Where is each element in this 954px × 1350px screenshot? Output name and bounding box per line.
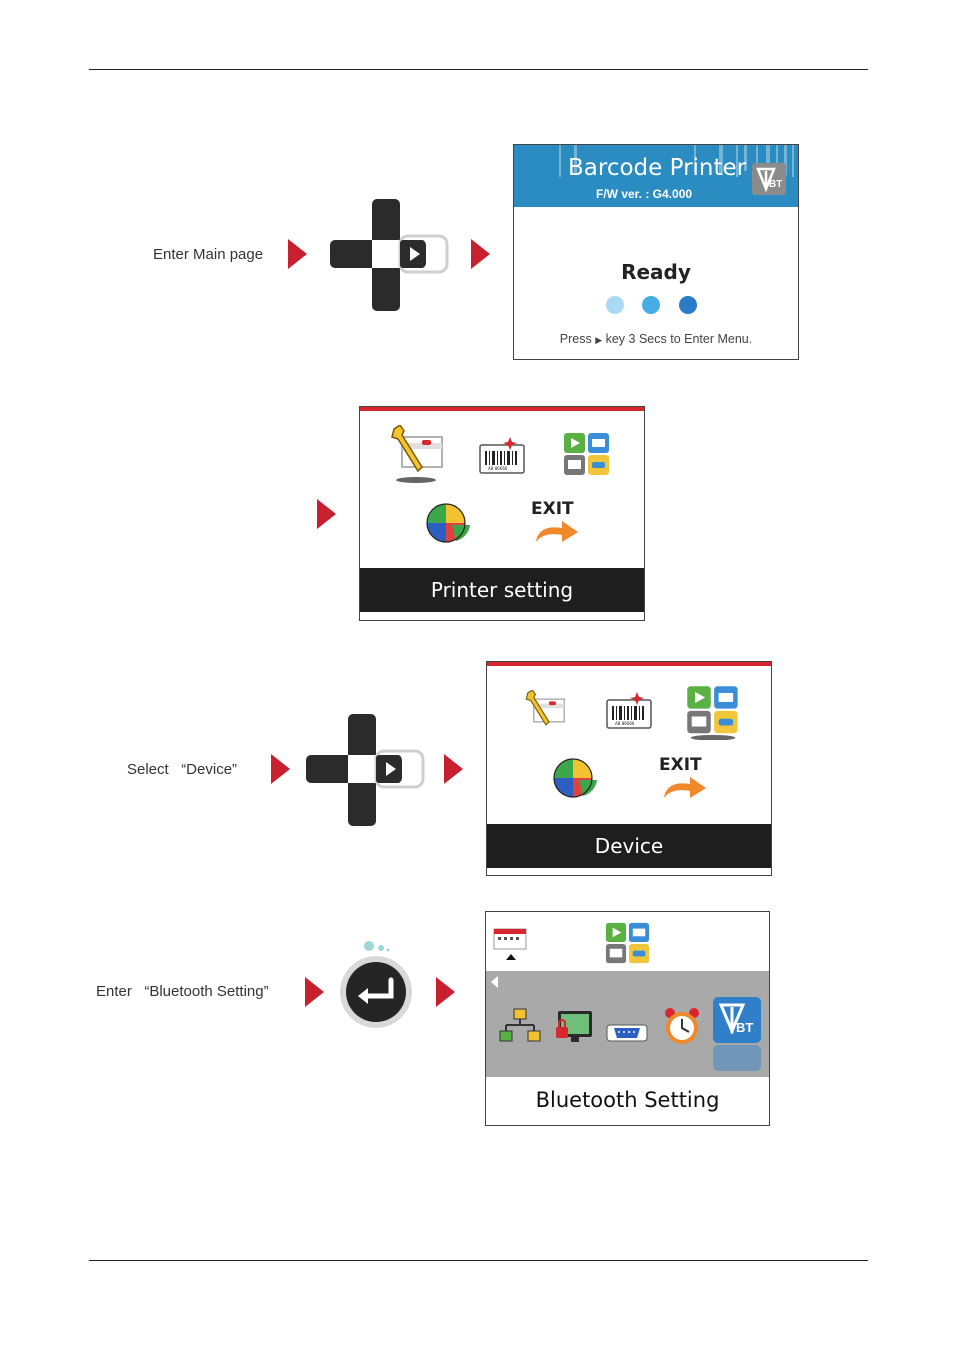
step-arrow-icon xyxy=(271,754,290,784)
serial-port-icon xyxy=(606,1024,648,1042)
barcode-label-text: AB 86666 xyxy=(488,466,508,471)
bluetooth-screen-top xyxy=(486,912,769,971)
step-label-enter-main-page: Enter Main page xyxy=(153,246,264,263)
alarm-clock-icon xyxy=(665,1008,699,1044)
statistics-pie-icon xyxy=(426,503,470,543)
main-page-title: Barcode Printer xyxy=(568,155,747,181)
bluetooth-badge-icon xyxy=(752,163,786,195)
bluetooth-icon[interactable] xyxy=(713,997,761,1071)
right-key-icon: ▶ xyxy=(595,335,603,345)
step-arrow-icon xyxy=(288,239,307,269)
menu-hint-prefix: Press xyxy=(559,332,592,346)
printer-menu-small-icon xyxy=(493,928,527,960)
device-icon xyxy=(564,433,609,475)
device-menu-screen: AB 86666 EXIT Device xyxy=(486,661,772,876)
device-icon xyxy=(687,686,738,740)
menu-caption: Printer setting xyxy=(360,568,644,612)
step-arrow-icon xyxy=(317,499,336,529)
exit-label: EXIT xyxy=(531,499,574,519)
printer-setting-icon xyxy=(525,690,565,726)
statistics-pie-icon xyxy=(553,758,597,798)
progress-dot xyxy=(642,296,660,314)
lock-display-icon xyxy=(556,1011,592,1042)
printer-setting-menu-screen: AB 86666 EXIT Printer setting xyxy=(359,406,645,621)
menu-red-bar xyxy=(487,662,771,666)
header-rule xyxy=(89,69,868,70)
barcode-stripes-icon xyxy=(559,145,794,177)
footer-rule xyxy=(89,1260,868,1261)
menu-hint-suffix: key 3 Secs to Enter Menu. xyxy=(605,332,753,346)
progress-dot xyxy=(679,296,697,314)
step-arrow-icon xyxy=(436,977,455,1007)
left-scroll-arrow-icon[interactable] xyxy=(490,976,500,988)
bluetooth-icon-label: BT xyxy=(736,1020,754,1035)
menu-hint: Press ▶ key 3 Secs to Enter Menu. xyxy=(514,332,798,346)
exit-label: EXIT xyxy=(659,755,702,775)
bluetooth-setting-screen: BT Bluetooth Setting xyxy=(485,911,770,1126)
step-arrow-icon xyxy=(471,239,490,269)
step-arrow-icon xyxy=(444,754,463,784)
barcode-label-icon xyxy=(606,692,652,729)
firmware-version: F/W ver. : G4.000 xyxy=(596,187,693,201)
network-icon xyxy=(499,1008,541,1042)
printer-setting-icon xyxy=(391,425,443,483)
device-submenu-strip: BT xyxy=(486,971,769,1077)
step-arrow-icon xyxy=(305,977,324,1007)
menu-red-bar xyxy=(360,407,644,411)
bluetooth-badge-text: BT xyxy=(769,179,783,190)
dpad-right-icon xyxy=(306,714,425,826)
main-page-screen: Barcode Printer F/W ver. : G4.000 BT Rea… xyxy=(513,144,799,360)
exit-arrow-icon xyxy=(536,521,578,542)
barcode-label-text: AB 86666 xyxy=(615,721,635,726)
step-label-select-device: Select “Device” xyxy=(127,761,238,778)
exit-arrow-icon xyxy=(664,777,706,798)
step-label-enter-bluetooth-setting: Enter “Bluetooth Setting” xyxy=(96,983,269,1000)
enter-button-icon xyxy=(340,941,412,1028)
menu-caption: Device xyxy=(487,824,771,868)
progress-dot xyxy=(606,296,624,314)
device-small-icon xyxy=(605,922,650,964)
dpad-right-icon xyxy=(330,199,449,311)
bluetooth-caption: Bluetooth Setting xyxy=(486,1077,769,1123)
barcode-label-icon xyxy=(479,437,525,474)
printer-status: Ready xyxy=(621,260,691,284)
main-page-header: Barcode Printer F/W ver. : G4.000 BT xyxy=(514,145,798,207)
